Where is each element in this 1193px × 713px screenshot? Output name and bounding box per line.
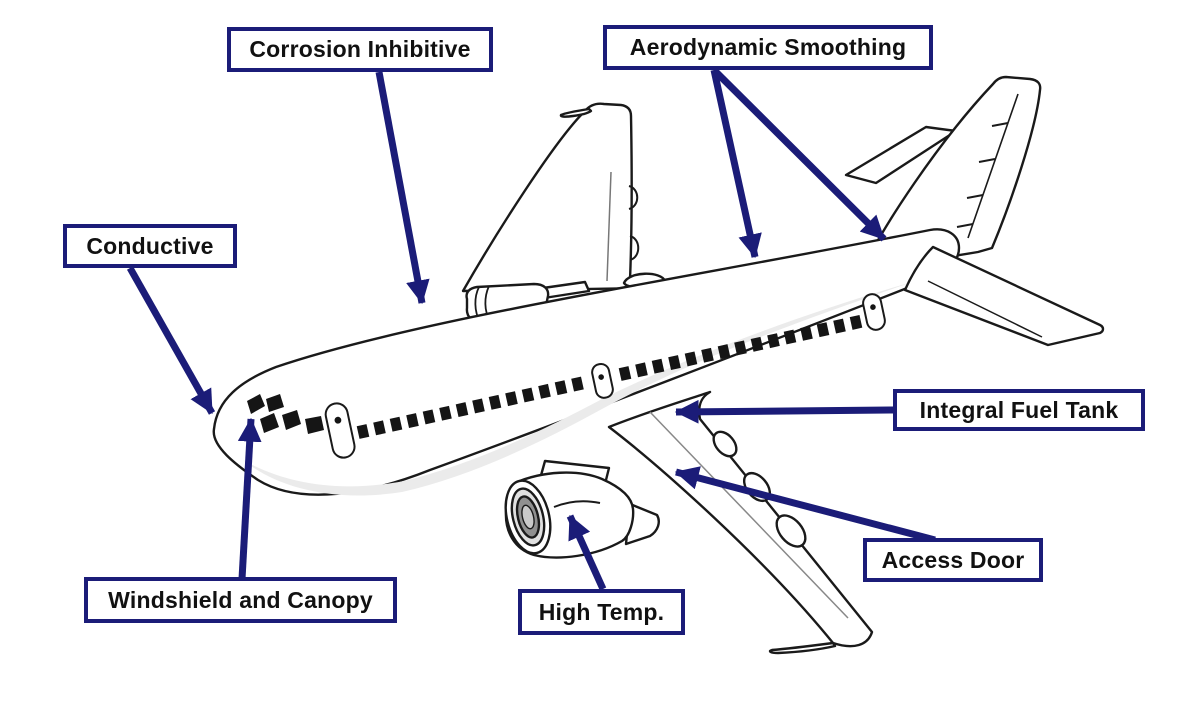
arrow-integral-fuel-tank <box>674 399 896 424</box>
vertical-stabilizer <box>860 75 1042 273</box>
flap-fairing-1 <box>712 430 738 458</box>
rudder-tab-marks <box>956 122 1009 228</box>
arrow-corrosion-inhibitive <box>375 71 430 305</box>
arrow-aerodynamic-smoothing-fuselage <box>710 69 762 259</box>
label-conductive: Conductive <box>63 224 237 268</box>
passenger-windows <box>356 314 863 439</box>
cockpit-windows <box>247 394 324 434</box>
engine-intake <box>504 479 552 555</box>
label-high-temp: High Temp. <box>518 589 685 635</box>
label-corrosion-inhibitive: Corrosion Inhibitive <box>227 27 493 72</box>
far-wingtip-sliver <box>559 107 593 118</box>
front-door <box>324 402 356 459</box>
flap-fairing-3 <box>775 514 807 548</box>
arrow-access-door <box>674 466 936 544</box>
near-wingtip-sliver <box>768 641 837 655</box>
overwing-door <box>591 362 614 399</box>
callout-arrows <box>126 67 936 591</box>
label-integral-fuel-tank: Integral Fuel Tank <box>893 389 1145 431</box>
label-windshield-and-canopy: Windshield and Canopy <box>84 577 397 623</box>
arrow-aerodynamic-smoothing-tail <box>711 67 887 242</box>
doors <box>324 293 886 459</box>
near-horizontal-stabilizer <box>903 245 1105 347</box>
far-wing <box>461 102 667 293</box>
rear-door <box>862 293 886 331</box>
label-access-door: Access Door <box>863 538 1043 582</box>
arrow-high-temp <box>566 514 607 591</box>
reverser-seam <box>553 500 601 508</box>
far-wing-fairings <box>628 185 640 261</box>
near-wing-flap-line <box>649 411 849 619</box>
far-wing-flap-line <box>606 171 612 282</box>
arrow-conductive <box>126 266 216 415</box>
rudder-hinge-line <box>967 93 1019 239</box>
fuselage-belly-shading <box>243 282 912 496</box>
near-wing <box>607 390 874 655</box>
elevator-line <box>927 280 1043 338</box>
label-aerodynamic-smoothing: Aerodynamic Smoothing <box>603 25 933 70</box>
airplane-drawing <box>212 75 1105 655</box>
arrow-windshield-and-canopy <box>237 417 262 580</box>
